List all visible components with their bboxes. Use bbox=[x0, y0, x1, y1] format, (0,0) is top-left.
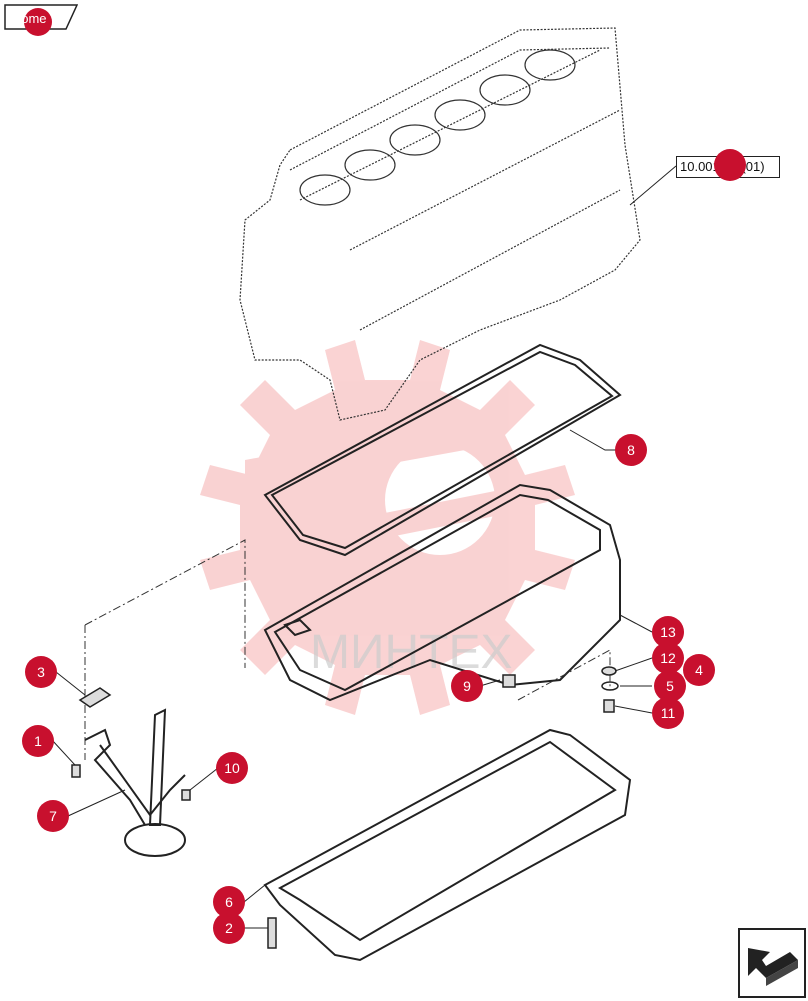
leader-lines bbox=[51, 165, 677, 929]
guide-lines bbox=[84, 539, 611, 760]
upper-gasket-drawing bbox=[263, 343, 622, 557]
reference-marker bbox=[714, 149, 746, 181]
callout-label: 4 bbox=[683, 654, 715, 686]
callout-label: 11 bbox=[652, 697, 684, 729]
callout-label: 13 bbox=[652, 616, 684, 648]
arrow-icon bbox=[748, 948, 798, 986]
home-label: home bbox=[14, 11, 47, 26]
home-marker bbox=[24, 8, 52, 36]
lower-frame-drawing bbox=[263, 728, 632, 962]
oil-pan-drawing bbox=[263, 483, 621, 702]
callout-label: 10 bbox=[216, 752, 248, 784]
oil-pickup-drawing bbox=[84, 708, 186, 857]
callout-label: 1 bbox=[22, 725, 54, 757]
engine-block-drawing bbox=[239, 27, 641, 421]
navigate-next-button[interactable] bbox=[738, 928, 806, 998]
callout-label: 3 bbox=[25, 656, 57, 688]
callout-label: 9 bbox=[451, 670, 483, 702]
callout-label: 6 bbox=[213, 886, 245, 918]
callout-label: 7 bbox=[37, 800, 69, 832]
callout-label: 8 bbox=[615, 434, 647, 466]
callout-label: 5 bbox=[654, 670, 686, 702]
home-button[interactable]: home bbox=[4, 4, 78, 36]
reference-link[interactable]: 10.001.ab (01) bbox=[676, 149, 780, 181]
engine-cylinders bbox=[299, 49, 576, 206]
small-parts-drawing bbox=[71, 666, 619, 949]
